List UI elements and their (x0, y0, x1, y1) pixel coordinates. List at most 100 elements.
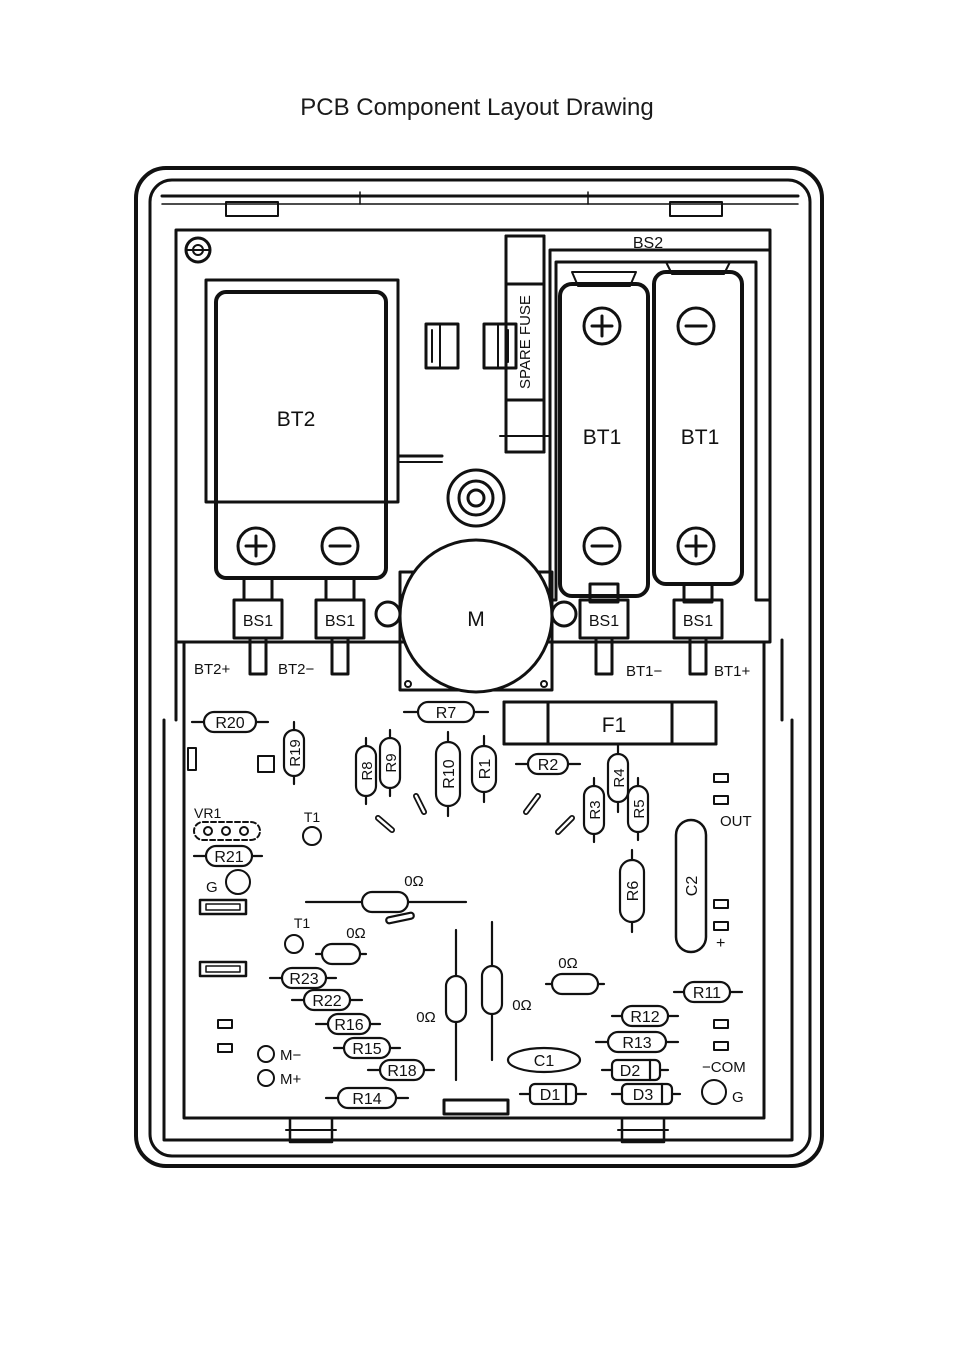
fuse-clip-left (424, 322, 460, 370)
label-plus: + (716, 935, 725, 952)
r7-resistor (402, 700, 490, 724)
out-pad-1 (713, 773, 729, 783)
r2-resistor (514, 752, 582, 776)
label-r19: R19 (287, 739, 304, 767)
label-r12: R12 (630, 1009, 659, 1026)
g-test-point-left (225, 869, 251, 895)
label-bs1-c: BS1 (589, 613, 619, 630)
label-r13: R13 (622, 1035, 651, 1052)
label-bs1-b: BS1 (325, 613, 355, 630)
label-g-right: G (732, 1089, 744, 1106)
c2-pad-1 (713, 899, 729, 909)
label-r21: R21 (214, 849, 243, 866)
r8-resistor (354, 736, 378, 806)
label-bt1-minus: BT1− (626, 663, 663, 680)
zero-ohm-link-3 (444, 928, 468, 1082)
r15-resistor (332, 1036, 402, 1060)
vr1-trimmer (193, 821, 261, 841)
label-r16: R16 (334, 1017, 363, 1034)
label-g-left: G (206, 879, 218, 896)
label-out: OUT (720, 813, 752, 830)
r4-resistor (606, 742, 630, 814)
zero-ohm-link-4 (480, 920, 504, 1062)
case-outline-inner (148, 178, 812, 1158)
t1-test-point-bottom (284, 934, 304, 954)
label-r15: R15 (352, 1041, 381, 1058)
r12-resistor (610, 1004, 680, 1028)
com-pad-1 (713, 1019, 729, 1029)
label-r3: R3 (587, 800, 604, 819)
label-meter: M (467, 608, 485, 631)
label-r4: R4 (611, 768, 628, 787)
label-bs2: BS2 (633, 235, 663, 252)
label-bt1-plus: BT1+ (714, 663, 751, 680)
r10-resistor (434, 730, 462, 818)
label-bs1-d: BS1 (683, 613, 713, 630)
label-r11: R11 (693, 985, 721, 1002)
bt2-minus-terminal-icon (320, 526, 360, 566)
label-d3: D3 (633, 1087, 654, 1104)
bt1-left-minus-icon (582, 526, 622, 566)
m-plus-test-point (257, 1069, 275, 1087)
t1-test-point-top (302, 826, 322, 846)
label-r10: R10 (441, 759, 458, 788)
bottom-latch-center (442, 1098, 510, 1116)
label-r8: R8 (359, 761, 376, 780)
label-r14: R14 (352, 1091, 381, 1108)
bt1-left-battery (558, 282, 650, 598)
label-bt2: BT2 (277, 408, 316, 431)
label-r18: R18 (387, 1063, 416, 1080)
jumper-pad-1 (198, 898, 248, 916)
label-f1: F1 (602, 714, 627, 737)
label-d2: D2 (620, 1063, 641, 1080)
label-r2: R2 (538, 757, 559, 774)
page-title: PCB Component Layout Drawing (300, 94, 654, 121)
label-com: −COM (702, 1059, 746, 1076)
test-pad-square (257, 755, 275, 773)
label-bs1-a: BS1 (243, 613, 273, 630)
zero-ohm-link-1 (304, 890, 468, 914)
bt1-right-minus-icon (676, 306, 716, 346)
c1-capacitor (506, 1046, 582, 1074)
label-c1: C1 (534, 1053, 555, 1070)
r20-resistor (190, 710, 270, 734)
r18-resistor (366, 1058, 436, 1082)
r9-resistor (378, 728, 402, 798)
case-latch-left (225, 201, 279, 217)
bs1-connector-c (578, 582, 630, 676)
label-vr1: VR1 (194, 805, 221, 821)
r11-resistor (672, 980, 744, 1004)
r5-resistor (626, 776, 650, 842)
bs1-connector-b (314, 576, 366, 676)
bt2-holder (204, 278, 400, 504)
bt1-right-plus-icon (676, 526, 716, 566)
switch-contacts (375, 793, 575, 835)
bt2-battery (214, 290, 388, 580)
d3-diode (610, 1082, 682, 1106)
bs1-connector-a (232, 576, 284, 676)
r14-resistor (324, 1086, 410, 1110)
label-r23: R23 (289, 971, 318, 988)
r16-resistor (314, 1012, 382, 1036)
r21-resistor (192, 844, 264, 868)
r6-resistor (618, 848, 646, 934)
label-r20: R20 (215, 715, 244, 732)
r23-resistor (268, 966, 338, 990)
label-bt2-plus: BT2+ (194, 661, 231, 678)
zero-ohm-link-1b (385, 911, 415, 925)
label-r5: R5 (631, 799, 648, 818)
label-ohm-1: 0Ω (404, 873, 424, 890)
case-latch-right (669, 201, 723, 217)
jumper-pad-2 (198, 960, 248, 978)
label-r7: R7 (436, 705, 457, 722)
com-pad-2 (713, 1041, 729, 1051)
label-t1-top: T1 (304, 809, 321, 825)
label-d1: D1 (540, 1087, 561, 1104)
label-r9: R9 (383, 753, 400, 772)
bt2-plus-terminal-icon (236, 526, 276, 566)
bt1-left-plus-icon (582, 306, 622, 346)
r13-resistor (594, 1030, 680, 1054)
d2-diode (600, 1058, 670, 1082)
label-bt2-minus: BT2− (278, 661, 315, 678)
